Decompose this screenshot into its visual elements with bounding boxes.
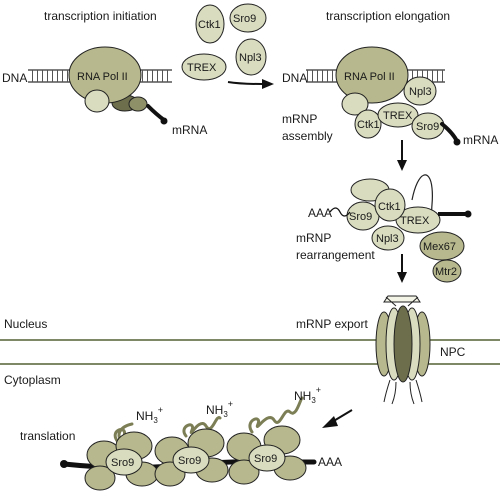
mrnp-rearrangement-label-1: mRNP: [296, 231, 331, 245]
cytoplasm-label: Cytoplasm: [4, 373, 61, 387]
trex-label-middle: TREX: [400, 215, 430, 227]
free-factor-trex-label: TREX: [187, 62, 217, 74]
mrna-cap-middle: [464, 210, 472, 218]
ribosome-2: [154, 428, 229, 487]
nh3-label-2: NH3+: [206, 399, 233, 419]
arrow-head-top: [262, 79, 274, 89]
arrow-export-head: [322, 416, 338, 428]
arrow-down-1-head: [397, 160, 407, 171]
nh3-label-3: NH3+: [294, 385, 321, 405]
ribosome-1: [84, 431, 159, 491]
free-factor-trex: [181, 53, 227, 81]
heading-transcription-elongation: transcription elongation: [326, 9, 450, 23]
free-factor-ctk1: [195, 4, 225, 44]
arrow-down-2-head: [397, 272, 407, 283]
mrna-cap-left: [160, 117, 168, 125]
mex67-label-middle: Mex67: [423, 241, 456, 253]
nucleus-label: Nucleus: [4, 317, 47, 331]
dna-label-left: DNA: [2, 71, 27, 85]
elongation-complex: [335, 46, 445, 140]
rearranged-mrnp: [346, 178, 465, 283]
trex-label-elongation: TREX: [383, 110, 413, 122]
free-factor-npl3: [235, 38, 267, 76]
nh3-2-sup: +: [228, 399, 233, 409]
nascent-peptide-2: [182, 416, 222, 438]
mrna-label-left: mRNA: [172, 123, 207, 137]
sro9-label-middle: Sro9: [349, 211, 372, 223]
mrna-label-right: mRNA: [463, 133, 498, 147]
ribosome-3: [226, 425, 307, 485]
nuclear-pore-complex: [375, 295, 431, 405]
mrnp-export-label: mRNP export: [296, 317, 368, 331]
nh3-2-base: NH: [206, 403, 223, 417]
mtr2-label-middle: Mtr2: [435, 266, 457, 278]
nh3-1-sub: 3: [153, 416, 158, 425]
free-factor-ctk1-label: Ctk1: [198, 19, 221, 31]
nh3-3-sup: +: [316, 385, 321, 395]
npl3-label-middle: Npl3: [376, 233, 399, 245]
dna-label-right: DNA: [282, 71, 307, 85]
free-factor-sro9-label: Sro9: [233, 13, 256, 25]
mrna-strand-right: [440, 122, 459, 143]
free-factor-npl3-label: Npl3: [239, 52, 262, 64]
rna-pol-ii-initiation: [68, 46, 148, 113]
rna-pol-ii-label-elongation: RNA Pol II: [344, 71, 395, 83]
nh3-1-base: NH: [136, 409, 153, 423]
nh3-3-sub: 3: [311, 396, 316, 405]
heading-transcription-initiation: transcription initiation: [44, 9, 157, 23]
free-factor-sro9: [229, 3, 267, 33]
npl3-label-elongation: Npl3: [409, 86, 432, 98]
sro9-label-ribosome-3: Sro9: [254, 453, 277, 465]
nascent-peptide-3: [248, 396, 304, 434]
nh3-2-sub: 3: [223, 410, 228, 419]
npc-label: NPC: [440, 345, 466, 359]
sro9-label-ribosome-1: Sro9: [111, 457, 134, 469]
arrow-initiation-to-elongation: [227, 81, 263, 85]
ctk1-label-middle: Ctk1: [378, 201, 401, 213]
mrnp-rearrangement-label-2: rearrangement: [296, 248, 375, 262]
aaa-label-bottom: AAA: [318, 455, 342, 469]
nh3-3-base: NH: [294, 389, 311, 403]
nh3-label-1: NH3+: [136, 405, 163, 425]
mrna-tail-middle-left: [329, 207, 351, 217]
mrna-cap-right: [453, 138, 461, 146]
sro9-label-ribosome-2: Sro9: [178, 455, 201, 467]
mrna-cap-translation: [60, 460, 68, 468]
mrnp-assembly-label-2: assembly: [282, 129, 333, 143]
nh3-1-sup: +: [158, 405, 163, 415]
aaa-label-middle: AAA: [308, 206, 332, 220]
rna-pol-ii-label-initiation: RNA Pol II: [77, 71, 128, 83]
ctk1-label-elongation: Ctk1: [357, 119, 380, 131]
mrnp-assembly-label-1: mRNP: [282, 112, 317, 126]
sro9-label-elongation: Sro9: [416, 121, 439, 133]
mrna-strand-left: [146, 104, 166, 122]
translation-label: translation: [20, 429, 75, 443]
